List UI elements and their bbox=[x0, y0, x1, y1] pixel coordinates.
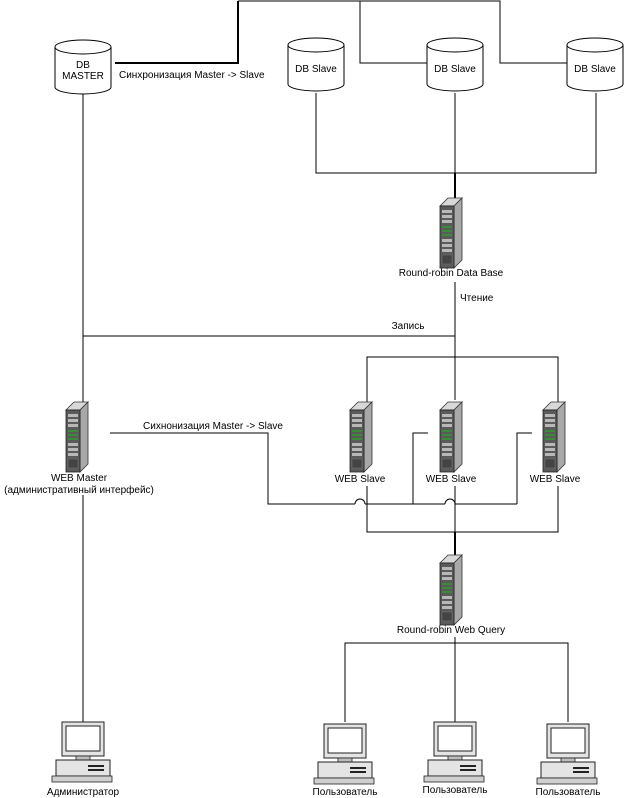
user-label: Пользователь bbox=[536, 787, 601, 798]
db-master-label-line1: DB bbox=[76, 60, 90, 71]
user-label: Пользователь bbox=[423, 785, 488, 796]
wires bbox=[82, 0, 597, 722]
computer-icon bbox=[51, 721, 113, 783]
db-slave: DB Slave bbox=[287, 37, 345, 92]
computer-icon bbox=[423, 721, 485, 783]
web-sync-label: Сихнонизация Master -> Slave bbox=[143, 421, 283, 432]
web-slave-label: WEB Slave bbox=[335, 474, 386, 485]
web-slave-label: WEB Slave bbox=[426, 474, 477, 485]
write-label: Запись bbox=[392, 321, 425, 332]
rr-web-label: Round-robin Web Query bbox=[397, 625, 505, 636]
rr-db-label: Round-robin Data Base bbox=[399, 268, 504, 279]
db-slave-label: DB Slave bbox=[295, 64, 337, 75]
db-slave-label: DB Slave bbox=[434, 64, 476, 75]
database-icon bbox=[566, 37, 624, 92]
server-icon bbox=[542, 401, 566, 473]
database-icon bbox=[54, 39, 112, 95]
db-slave: DB Slave bbox=[426, 37, 484, 92]
db-slave-label: DB Slave bbox=[574, 64, 616, 75]
computer-icon bbox=[313, 723, 375, 785]
server-icon bbox=[65, 401, 89, 473]
server-icon bbox=[349, 401, 373, 473]
database-icon bbox=[287, 37, 345, 92]
user-label: Пользователь bbox=[313, 787, 378, 798]
read-label: Чтение bbox=[460, 293, 494, 304]
server-icon bbox=[439, 554, 463, 626]
server-icon bbox=[439, 401, 463, 473]
db-sync-label: Синхронизация Master -> Slave bbox=[119, 70, 265, 81]
server-icon bbox=[439, 197, 463, 269]
db-master: DB MASTER bbox=[54, 39, 112, 95]
db-slave: DB Slave bbox=[566, 37, 624, 92]
db-master-label-line2: MASTER bbox=[62, 71, 104, 82]
admin-label: Администратор bbox=[47, 787, 120, 798]
database-icon bbox=[426, 37, 484, 92]
computer-icon bbox=[536, 723, 598, 785]
web-master-label-line2: (административный интерфейс) bbox=[4, 484, 154, 496]
web-master-label-line1: WEB Master bbox=[51, 473, 108, 484]
web-slave-label: WEB Slave bbox=[530, 474, 581, 485]
